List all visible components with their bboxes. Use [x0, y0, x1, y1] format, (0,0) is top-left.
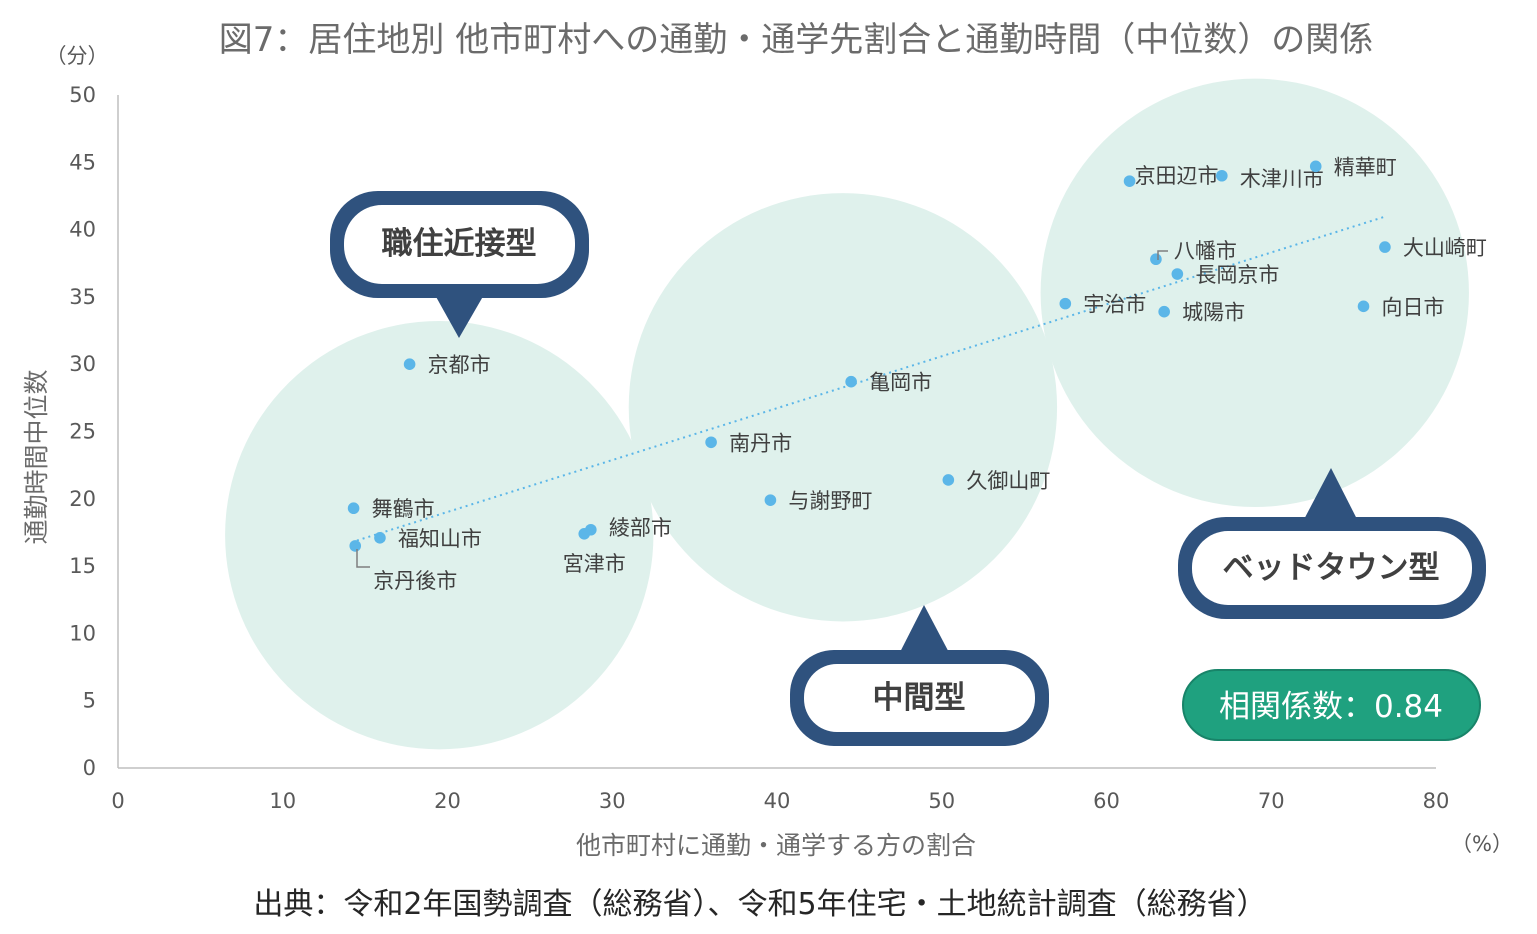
x-axis-title: 他市町村に通勤・通学する方の割合: [576, 831, 976, 860]
y-tick-label: 40: [69, 218, 96, 242]
scatter-point: [942, 474, 955, 486]
ticks-layer: 0 5 10 15 20 25 30 35 40 45 50 0 10 20 30 40 50 60 70 80: [69, 83, 1449, 813]
correlation-badge-bg: [1182, 669, 1481, 741]
scatter-point: [1059, 297, 1072, 310]
scatter-point: [705, 436, 717, 449]
x-tick-label: 50: [928, 789, 955, 813]
callouts-layer: 職住近接型 中間型 ベッドタウン型: [330, 191, 1486, 746]
callout-middle: 中間型: [790, 605, 1049, 746]
point-label: 亀岡市: [869, 371, 932, 395]
cluster-circle-bedtown: [1040, 78, 1469, 508]
x-tick-label: 40: [764, 789, 791, 813]
point-label: 大山崎町: [1403, 236, 1487, 260]
callout-work-near-inner: [344, 205, 575, 284]
scatter-point: [347, 502, 360, 515]
y-axis-title: 通勤時間中位数: [22, 369, 51, 544]
callout-middle-inner: [804, 664, 1035, 732]
callout-middle-pointer: [895, 605, 954, 662]
y-tick-label: 25: [69, 420, 96, 444]
point-label: 精華町: [1334, 155, 1397, 179]
x-tick-label: 20: [434, 789, 461, 813]
clusters-layer: [225, 78, 1469, 750]
point-label: 京都市: [428, 353, 491, 377]
x-tick-label: 30: [599, 789, 626, 813]
scatter-point: [1171, 268, 1184, 280]
yawata-leader-line: [1157, 250, 1168, 260]
scatter-point: [845, 375, 857, 388]
point-label: 木津川市: [1240, 167, 1324, 191]
callout-work-near: 職住近接型: [330, 191, 589, 338]
callout-bedtown-label: ベッドタウン型: [1223, 550, 1440, 586]
x-tick-label: 70: [1258, 789, 1285, 813]
callout-work-near-pointer: [430, 286, 489, 338]
point-label: 宇治市: [1083, 293, 1146, 317]
point-label: 南丹市: [729, 431, 792, 455]
y-tick-label: 20: [69, 487, 96, 511]
point-label: 向日市: [1382, 295, 1445, 319]
scatter-point: [374, 532, 386, 544]
point-label: 舞鶴市: [372, 497, 435, 521]
y-tick-label: 50: [69, 83, 96, 107]
callout-work-near-label: 職住近接型: [382, 226, 537, 262]
y-tick-label: 30: [69, 352, 96, 376]
callout-bedtown-inner: [1192, 531, 1472, 605]
x-tick-label: 80: [1423, 789, 1450, 813]
scatter-point: [764, 494, 777, 506]
callout-bedtown-pointer: [1300, 468, 1361, 527]
x-tick-label: 0: [111, 789, 124, 813]
cluster-circle-work-near: [225, 320, 654, 750]
scatter-point: [403, 358, 416, 371]
y-tick-label: 5: [83, 689, 96, 713]
y-tick-label: 45: [69, 150, 96, 174]
source-note: 出典：令和2年国勢調査（総務省）、令和5年住宅・土地統計調査（総務省）: [253, 887, 1266, 922]
y-tick-label: 35: [69, 285, 96, 309]
kyotango-leader-line: [356, 549, 370, 568]
scatter-point: [1216, 169, 1228, 182]
x-axis-unit: （%）: [1451, 832, 1513, 856]
scatter-point: [349, 540, 362, 552]
callout-bedtown: ベッドタウン型: [1178, 468, 1486, 619]
scatter-point: [1158, 305, 1170, 318]
scatter-point: [578, 527, 591, 540]
point-label: 綾部市: [609, 516, 672, 540]
y-axis-unit: （分）: [46, 44, 109, 68]
cluster-circle-middle: [628, 193, 1058, 622]
point-label: 与謝野町: [788, 489, 872, 513]
point-label: 八幡市: [1174, 239, 1237, 263]
point-label: 久御山町: [966, 469, 1050, 493]
scatter-point: [1123, 175, 1136, 187]
scatter-point: [1309, 160, 1322, 173]
y-tick-label: 0: [83, 756, 96, 780]
correlation-badge-text: 相関係数：0.84: [1219, 689, 1443, 725]
point-label: 城陽市: [1182, 301, 1245, 325]
scatter-point: [1357, 300, 1370, 313]
point-label: 長岡京市: [1195, 263, 1279, 287]
point-label: 福知山市: [398, 527, 482, 551]
x-tick-label: 60: [1093, 789, 1120, 813]
point-label: 宮津市: [563, 552, 626, 576]
scatter-point: [1150, 253, 1162, 266]
y-tick-label: 10: [69, 621, 96, 645]
chart-title: 図7：居住地別 他市町村への通勤・通学先割合と通勤時間（中位数）の関係: [219, 20, 1373, 60]
point-label: 京田辺市: [1135, 164, 1219, 188]
points-layer: 京都市舞鶴市福知山市京丹後市 綾部市宮津市 亀岡市南丹市与謝野町 久御山町 京田辺市木津…: [347, 155, 1487, 593]
scatter-point: [1379, 241, 1391, 253]
x-tick-label: 10: [269, 789, 296, 813]
correlation-badge: 相関係数：0.84: [1182, 669, 1481, 741]
callout-middle-label: 中間型: [873, 680, 966, 716]
point-label: 京丹後市: [373, 569, 457, 593]
y-tick-label: 15: [69, 554, 96, 578]
